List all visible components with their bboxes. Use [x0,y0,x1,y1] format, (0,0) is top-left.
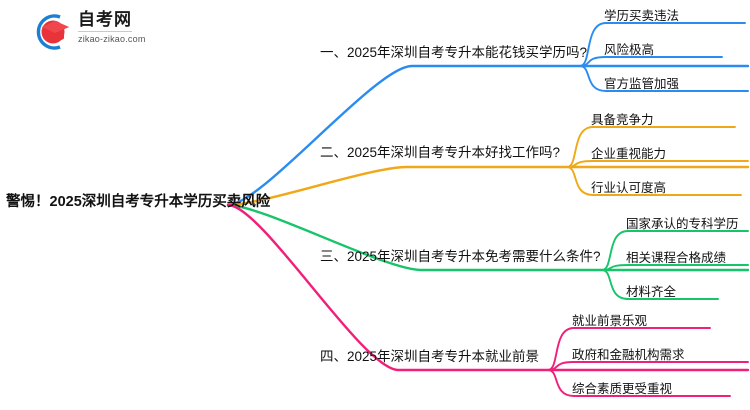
leaf-label-2-3[interactable]: 行业认可度高 [591,181,667,195]
leaf-label-3-2[interactable]: 相关课程合格成绩 [626,251,727,265]
leaf-label-2-1[interactable]: 具备竞争力 [591,113,654,127]
leaf-label-4-3[interactable]: 综合素质更受重视 [572,382,673,396]
leaf-label-1-3[interactable]: 官方监管加强 [604,77,680,91]
leaf-label-1-1[interactable]: 学历买卖违法 [604,9,680,23]
leaf-label-3-1[interactable]: 国家承认的专科学历 [626,217,739,231]
leaf-label-4-2[interactable]: 政府和金融机构需求 [572,348,685,362]
branch-label-1[interactable]: 一、2025年深圳自考专升本能花钱买学历吗? [320,45,588,60]
leaf-label-1-2[interactable]: 风险极高 [604,43,655,57]
branch-label-2[interactable]: 二、2025年深圳自考专升本好找工作吗? [320,145,561,160]
mindmap-root-title: 警惕！2025深圳自考专升本学历买卖风险 [6,194,271,210]
leaf-label-4-1[interactable]: 就业前景乐观 [572,314,648,328]
branch-label-4[interactable]: 四、2025年深圳自考专升本就业前景 [320,349,540,364]
leaf-label-2-2[interactable]: 企业重视能力 [591,147,667,161]
site-logo[interactable]: 自考网 zikao-zikao.com [30,10,190,52]
logo-domain: zikao-zikao.com [78,34,146,44]
logo-text: 自考网 zikao-zikao.com [78,10,188,46]
branch-spine-2 [226,165,750,207]
branch-label-3[interactable]: 三、2025年深圳自考专升本免考需要什么条件? [320,249,601,264]
graduation-cap-icon [36,14,69,50]
leaf-label-3-3[interactable]: 材料齐全 [626,285,677,299]
logo-title: 自考网 [78,10,132,32]
